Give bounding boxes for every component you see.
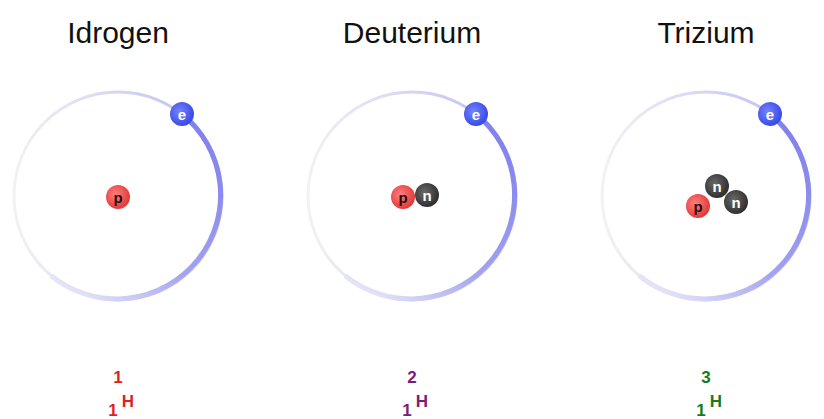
- mass-number: 2: [407, 369, 416, 386]
- proton-particle: p: [686, 194, 710, 218]
- electron-particle: e: [464, 102, 488, 126]
- particle-letter: e: [758, 102, 782, 126]
- particle-fill: [464, 102, 488, 126]
- proton-particle: p: [391, 185, 415, 209]
- particle-fill: [705, 174, 729, 198]
- electron-orbit: [308, 92, 516, 300]
- particle-letter: n: [705, 174, 729, 198]
- electron-orbit: [602, 92, 810, 300]
- isotope-title: Deuterium: [343, 18, 481, 48]
- element-symbol: H: [416, 393, 428, 410]
- proton-particle: p: [106, 185, 130, 209]
- particle-fill: [415, 183, 439, 207]
- atomic-number: 1: [108, 402, 117, 419]
- particle-fill: [758, 102, 782, 126]
- particle-fill: [391, 185, 415, 209]
- particle-letter: e: [464, 102, 488, 126]
- neutron-particle: n: [724, 190, 748, 214]
- atomic-number: 1: [696, 402, 705, 419]
- particle-letter: p: [391, 185, 415, 209]
- isotope-title: Trizium: [657, 18, 754, 48]
- particle-letter: p: [686, 194, 710, 218]
- element-symbol: H: [122, 393, 134, 410]
- mass-number: 3: [701, 369, 710, 386]
- neutron-particle: n: [415, 183, 439, 207]
- atomic-number: 1: [402, 402, 411, 419]
- neutron-particle: n: [705, 174, 729, 198]
- isotope-title: Idrogen: [67, 18, 169, 48]
- particle-fill: [170, 102, 194, 126]
- mass-number: 1: [113, 369, 122, 386]
- electron-orbit: [14, 92, 222, 300]
- electron-particle: e: [170, 102, 194, 126]
- particle-fill: [724, 190, 748, 214]
- particle-letter: n: [724, 190, 748, 214]
- particle-letter: e: [170, 102, 194, 126]
- particle-fill: [686, 194, 710, 218]
- particle-letter: p: [106, 185, 130, 209]
- particle-fill: [106, 185, 130, 209]
- electron-particle: e: [758, 102, 782, 126]
- element-symbol: H: [710, 393, 722, 410]
- particle-letter: n: [415, 183, 439, 207]
